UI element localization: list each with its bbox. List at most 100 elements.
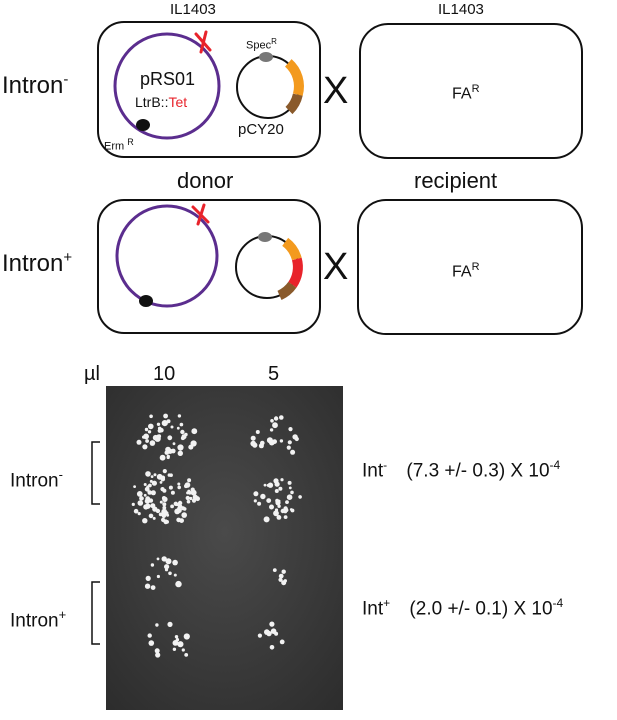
colony (266, 498, 272, 503)
colony (281, 569, 286, 574)
fa-label-row2: FAR (452, 261, 480, 281)
plasmid-large-label: pRS01 (140, 69, 196, 89)
colony (159, 481, 163, 484)
colony (272, 422, 278, 429)
colony (272, 568, 277, 572)
colony (155, 652, 161, 658)
colony (269, 621, 275, 627)
colony (148, 423, 154, 430)
prs01-plasmid (113, 32, 221, 140)
bracket-intron-minus (91, 441, 100, 505)
colony (290, 490, 294, 495)
colony (253, 499, 257, 503)
colony (166, 455, 170, 460)
colony (252, 442, 258, 448)
colony (165, 446, 171, 453)
colony (177, 450, 183, 456)
colony (263, 483, 267, 487)
colony (266, 630, 272, 637)
erm-label: Erm R (104, 137, 134, 153)
colony (287, 480, 292, 485)
group-brackets (91, 441, 100, 645)
colony (162, 488, 167, 493)
colony (270, 419, 274, 423)
colony (165, 558, 172, 565)
orange-segment-row2 (281, 237, 302, 261)
colony (182, 507, 187, 511)
colony (266, 483, 270, 487)
colony (174, 635, 179, 639)
colony (180, 429, 185, 435)
result-int-minus: Int- (7.3 +/- 0.3) X 10-4 (362, 458, 561, 482)
colony (159, 500, 163, 504)
colony (260, 493, 266, 500)
colony (276, 515, 282, 520)
cross-symbol-row2: X (323, 246, 349, 288)
volume-label-10: 10 (153, 363, 176, 385)
colony (159, 454, 166, 461)
colony (144, 498, 151, 504)
red-segment-row2 (288, 257, 303, 288)
volume-label-5: 5 (268, 363, 280, 385)
colonies (131, 413, 302, 658)
colony (161, 508, 168, 515)
colony (147, 490, 152, 495)
colony (187, 478, 192, 483)
colony (273, 478, 279, 484)
colony (147, 430, 152, 434)
colony (274, 508, 279, 512)
result-int-plus: Int+ (2.0 +/- 0.1) X 10-4 (362, 596, 564, 620)
row1-label: Intron- (2, 71, 69, 99)
fa-label-row1: FAR (452, 83, 480, 103)
colony (162, 502, 167, 507)
colony (177, 506, 181, 510)
colony (131, 502, 135, 506)
colony (168, 485, 173, 490)
colony (181, 648, 185, 652)
colony (258, 443, 264, 449)
colony (136, 439, 142, 445)
colony (286, 494, 293, 500)
colony (133, 485, 136, 488)
colony (150, 475, 154, 478)
colony (263, 516, 270, 523)
colony (275, 498, 279, 503)
colony (177, 641, 184, 648)
colony (181, 512, 187, 518)
colony (190, 440, 197, 447)
colony (186, 499, 191, 504)
colony (250, 435, 256, 441)
colony (144, 486, 150, 492)
colony (298, 495, 302, 499)
colony (137, 500, 144, 506)
colony (150, 563, 155, 567)
colony (137, 512, 141, 516)
colony (280, 508, 285, 514)
colony (283, 515, 288, 519)
colony (161, 496, 167, 501)
colony (149, 440, 156, 446)
orange-segment-row1 (284, 59, 304, 97)
spec-marker-row2-icon (258, 232, 272, 242)
colony (172, 640, 179, 646)
colony (150, 585, 156, 590)
agar-plate-photo (106, 386, 343, 715)
colony (143, 493, 147, 497)
colony (168, 571, 172, 576)
ltrb-marker-icon (194, 30, 212, 54)
colony (164, 564, 170, 570)
colony (293, 435, 297, 439)
colony (142, 518, 148, 524)
colony (175, 638, 180, 642)
colony (148, 513, 154, 519)
group2-label: Intron+ (10, 607, 67, 632)
colony (177, 444, 184, 451)
plasmid-small-label: pCY20 (238, 121, 284, 138)
colony (170, 504, 174, 509)
group1-label: Intron- (10, 467, 63, 492)
strain-label-left: IL1403 (170, 1, 216, 18)
colony (148, 640, 155, 646)
erm-marker-icon (136, 119, 150, 131)
colony (154, 648, 160, 654)
colony (143, 433, 149, 440)
